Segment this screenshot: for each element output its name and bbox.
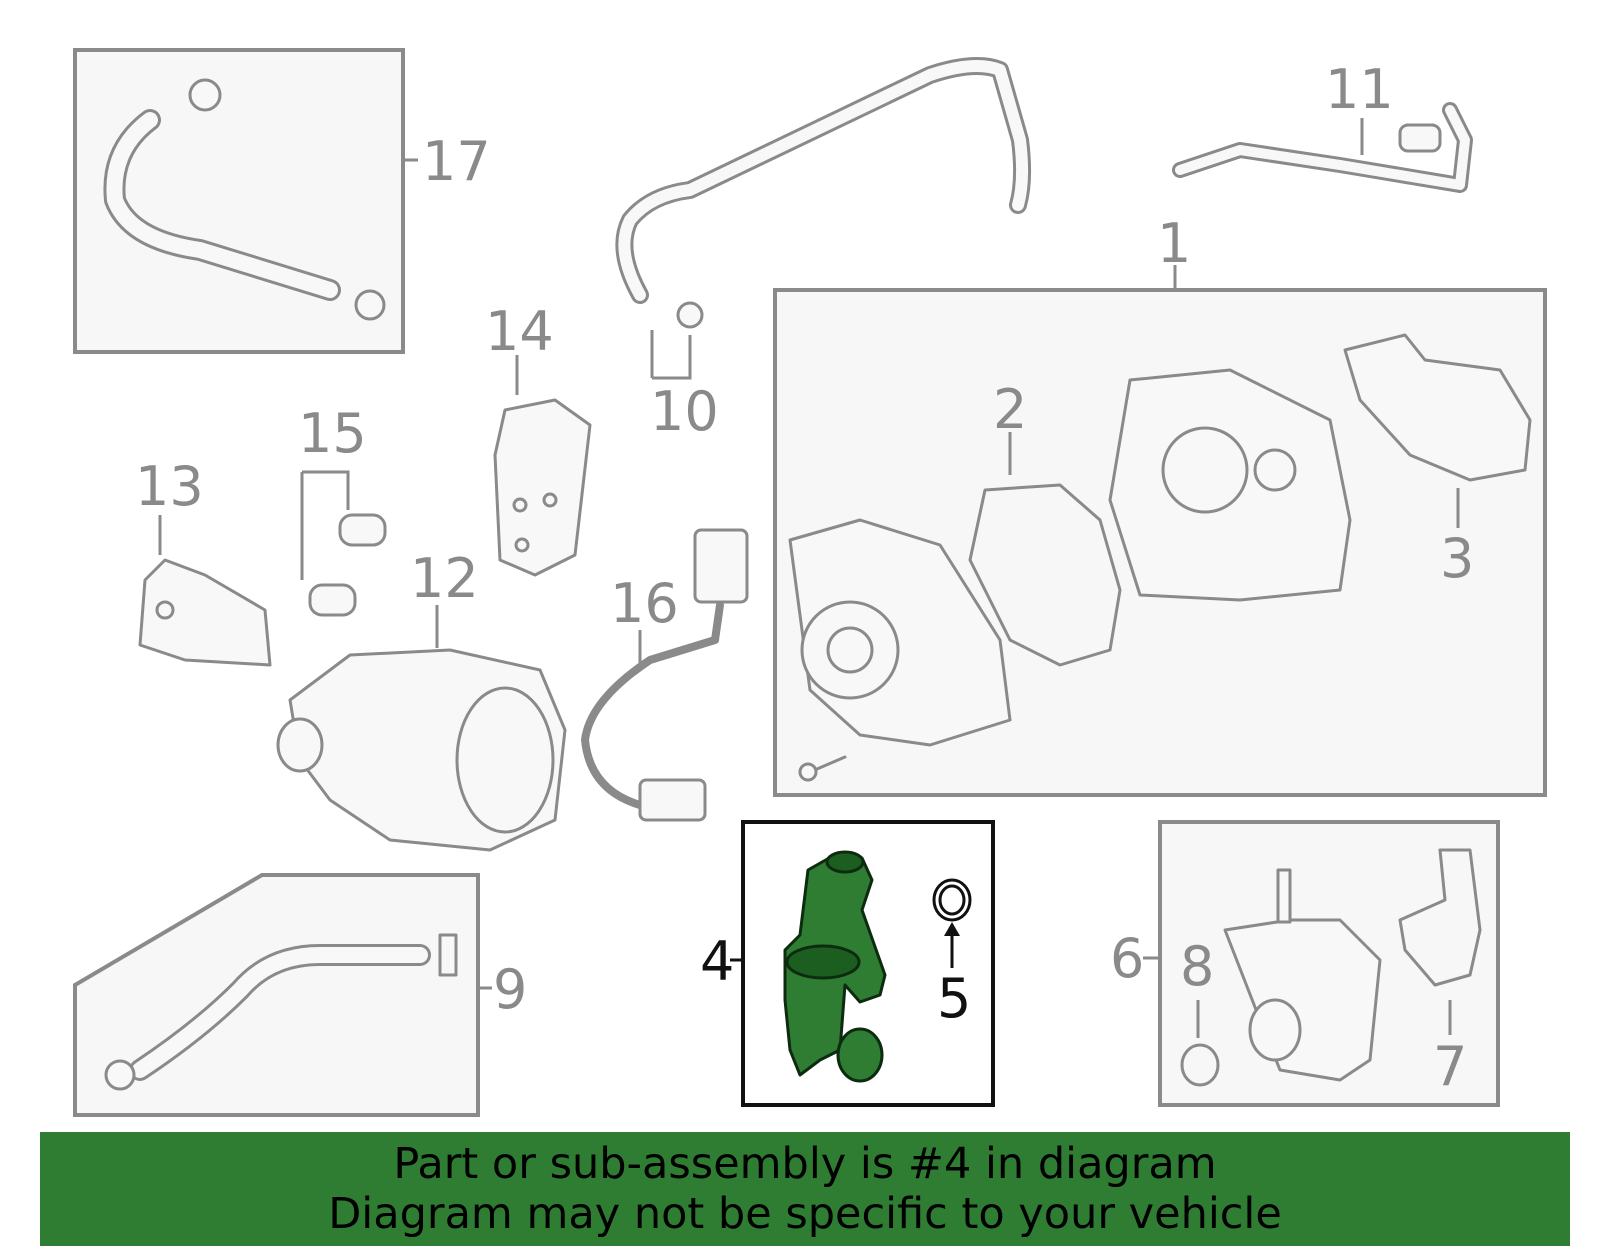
part-16-wire [581, 601, 724, 809]
part-1-group: 1 2 3 [773, 212, 1547, 797]
part-11-fitting [1398, 123, 1442, 153]
part-9-group: 9 [73, 873, 527, 1117]
part-17-clamp-top [188, 78, 222, 112]
part-14-group: 14 [485, 300, 592, 577]
part-8-oring [1180, 1043, 1220, 1087]
callout-6: 6 [1110, 927, 1144, 990]
callout-16: 16 [610, 572, 679, 635]
callout-1: 1 [1157, 212, 1191, 275]
part-4-group: 4 5 [700, 820, 995, 1107]
callout-14: 14 [485, 300, 554, 363]
callout-13: 13 [135, 455, 204, 518]
callout-12: 12 [410, 547, 479, 610]
part-17-group: 17 [73, 48, 491, 354]
callout-7: 7 [1433, 1035, 1467, 1098]
banner-line-2: Diagram may not be specific to your vehi… [328, 1189, 1282, 1239]
callout-15: 15 [298, 402, 367, 465]
disclaimer-banner: Part or sub-assembly is #4 in diagram Di… [40, 1132, 1570, 1246]
callout-9: 9 [493, 958, 527, 1021]
callout-11: 11 [1325, 58, 1394, 121]
part-17-frame [73, 48, 405, 354]
part-5-oring [932, 878, 972, 922]
part-12-group: 12 [276, 547, 567, 852]
part-7-gasket [1398, 848, 1482, 987]
callout-17: 17 [422, 130, 491, 193]
part-3-gasket [1343, 333, 1532, 482]
part-15-valve-a [338, 513, 387, 547]
part-10-oring [676, 301, 704, 329]
part-9-clamp [104, 1059, 136, 1091]
part-15-valve-b [308, 583, 357, 617]
part-2-gasket [968, 483, 1122, 667]
callout-5: 5 [937, 967, 971, 1030]
part-10-pipe [615, 57, 1032, 304]
callout-3: 3 [1440, 527, 1474, 590]
part-10-group: 10 [615, 57, 1032, 443]
part-6-group: 7 8 6 [1110, 820, 1500, 1107]
callout-10: 10 [650, 380, 719, 443]
part-16-group: 16 [581, 528, 749, 822]
part-13-group: 13 [135, 455, 272, 667]
part-13-flange [138, 558, 272, 667]
part-11-group: 11 [1172, 58, 1473, 193]
callout-8: 8 [1180, 935, 1214, 998]
part-15-group: 15 [298, 402, 387, 617]
part-17-clamp-bottom [354, 289, 386, 321]
callout-4: 4 [700, 930, 734, 993]
part-14-bracket [493, 398, 592, 577]
part-16-connector-bottom [638, 778, 707, 822]
callout-2: 2 [993, 378, 1027, 441]
part-16-connector-top [693, 528, 749, 604]
banner-line-1: Part or sub-assembly is #4 in diagram [393, 1139, 1217, 1189]
